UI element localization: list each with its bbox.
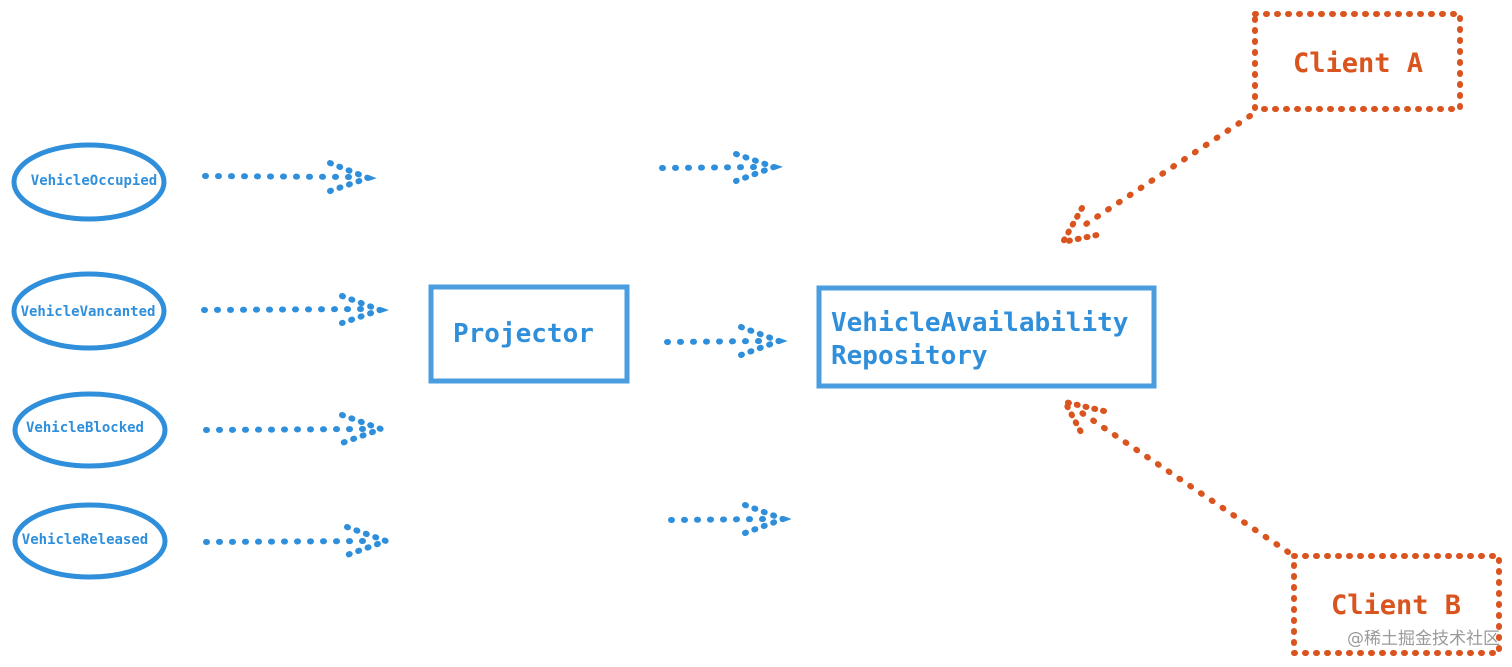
arrow-vancanted-to-projector (201, 293, 389, 326)
arrow-projector-to-repository-bottom (668, 502, 792, 536)
arrow-projector-to-repository-top (659, 151, 783, 184)
arrow-blocked-to-projector (203, 412, 390, 446)
client-a-box: Client A (1252, 11, 1463, 112)
event-node-vehicle-vancanted: VehicleVancanted (11, 271, 167, 351)
event-node-vehicle-occupied: VehicleOccupied (11, 142, 167, 222)
client-b-label: Client B (1331, 590, 1461, 621)
arrow-projector-to-repository-middle (664, 324, 788, 358)
projector-box: Projector (428, 284, 630, 384)
repository-label-line2: Repository (831, 341, 988, 371)
event-node-vehicle-released: VehicleReleased (12, 502, 168, 580)
client-b-box: Client B (1291, 553, 1502, 656)
event-node-vehicle-blocked: VehicleBlocked (12, 391, 168, 469)
repository-box: VehicleAvailability Repository (816, 285, 1157, 389)
arrow-released-to-projector (203, 524, 395, 558)
client-a-label: Client A (1293, 48, 1423, 79)
projector-label: Projector (453, 319, 594, 349)
repository-label-line1: VehicleAvailability (831, 308, 1128, 338)
arrow-occupied-to-projector (202, 160, 377, 194)
event-label-vehicle-blocked: VehicleBlocked (26, 420, 144, 436)
watermark-text: @稀土掘金技术社区 (1347, 629, 1500, 649)
arrow-client-b-to-repository (1059, 397, 1291, 555)
event-label-vehicle-vancanted: VehicleVancanted (21, 304, 156, 320)
event-label-vehicle-released: VehicleReleased (22, 532, 148, 548)
arrow-client-a-to-repository (1057, 113, 1253, 247)
event-label-vehicle-occupied: VehicleOccupied (31, 173, 157, 189)
